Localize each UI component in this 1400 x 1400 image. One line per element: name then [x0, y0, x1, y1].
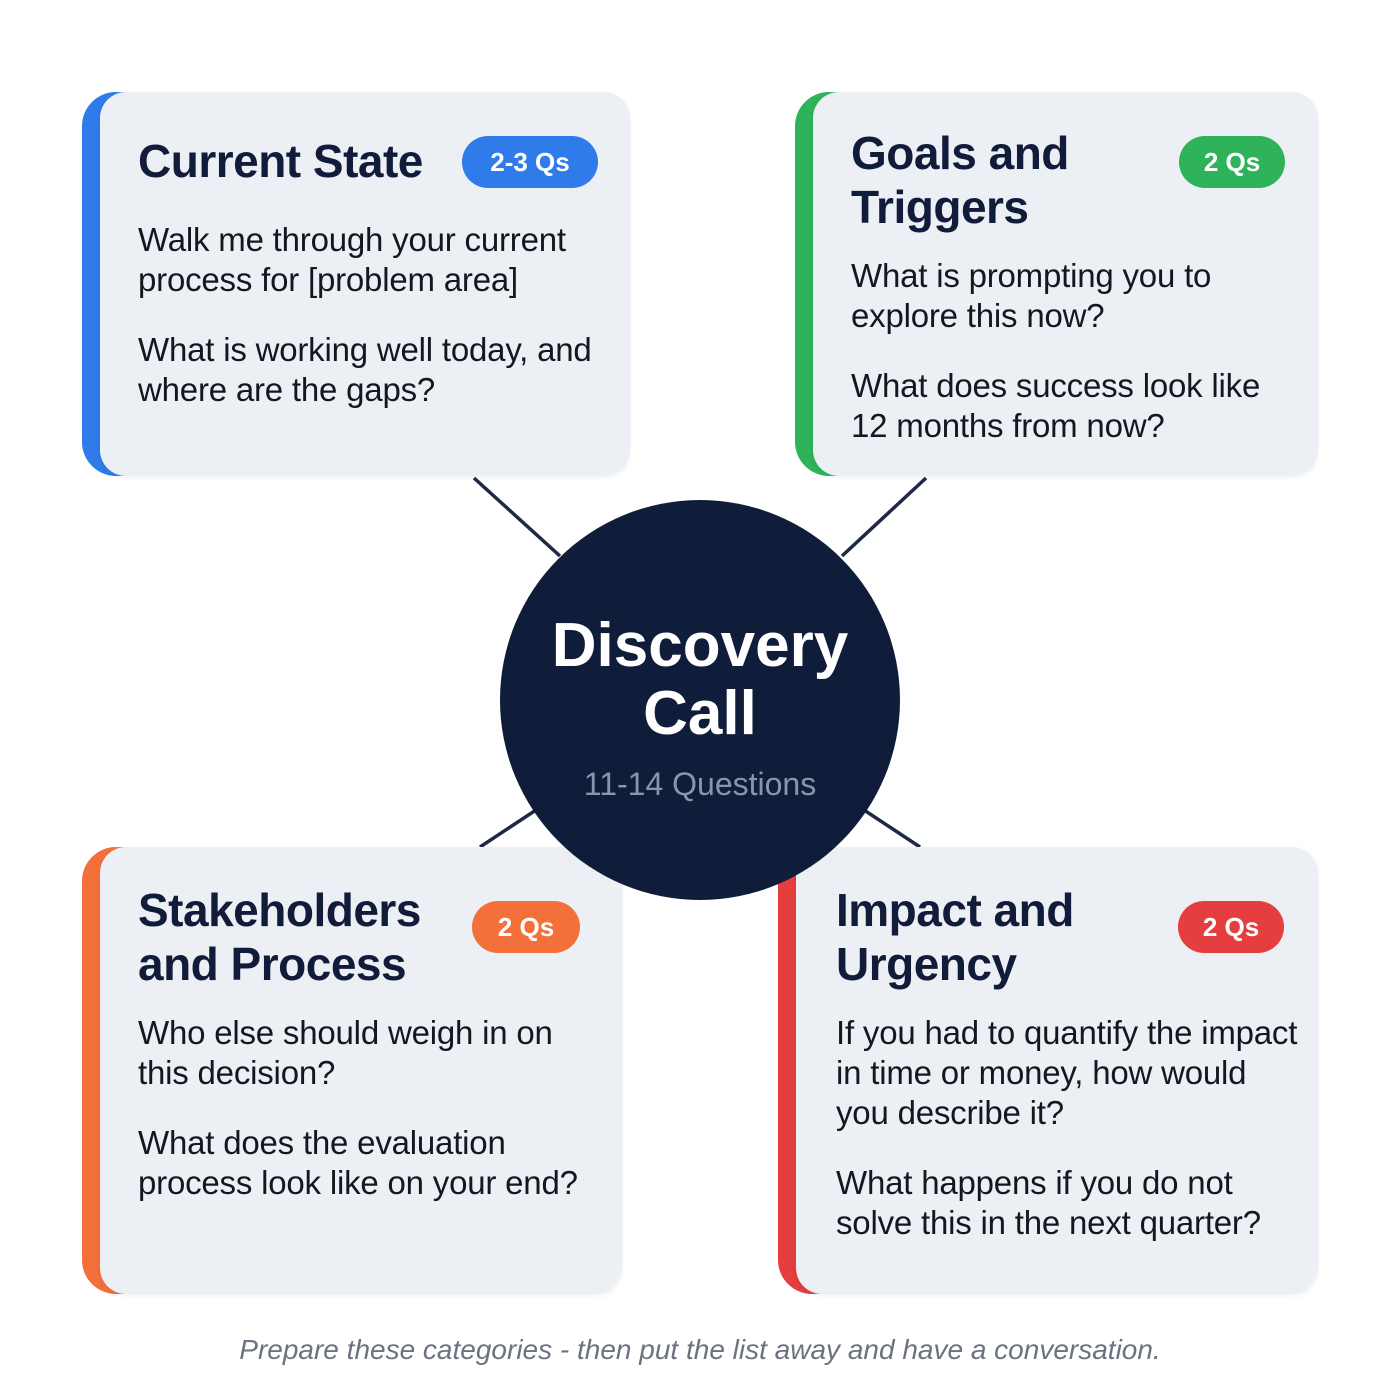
question-item: What does success look like 12 months fr… [851, 367, 1261, 444]
card-impact-urgency: Impact and Urgency 2 Qs If you had to qu… [778, 847, 1318, 1294]
card-current-state: Current State 2-3 Qs Walk me through you… [82, 92, 630, 476]
question-list: If you had to quantify the impact in tim… [836, 1013, 1306, 1273]
hub-title: Discovery Call [500, 612, 900, 748]
card-stakeholders-process: Stakeholders and Process 2 Qs Who else s… [82, 847, 622, 1294]
question-item: What is working well today, and where ar… [138, 331, 592, 408]
footer-note: Prepare these categories - then put the … [239, 1334, 1161, 1365]
question-list: Who else should weigh in on this decisio… [138, 1013, 588, 1233]
badge-label: 2-3 Qs [490, 147, 570, 177]
question-item: What does the evaluation process look li… [138, 1124, 578, 1201]
hub-title-line: Discovery [551, 611, 849, 680]
connector-top-right [840, 476, 928, 558]
card-title-line: Triggers [851, 181, 1029, 233]
card-title-line: Stakeholders [138, 884, 421, 936]
connector-bottom-left [479, 808, 537, 849]
question-list: What is prompting you to explore this no… [851, 256, 1301, 476]
card-title-line: and Process [138, 938, 407, 990]
question-item: Who else should weigh in on this decisio… [138, 1014, 553, 1091]
badge-label: 2 Qs [497, 912, 555, 942]
question-list: Walk me through your current process for… [138, 220, 608, 440]
hub-title-line: Call [643, 679, 757, 748]
count-badge: 2 Qs [1179, 136, 1285, 188]
count-badge: 2 Qs [1178, 901, 1284, 953]
card-title-line: Impact and [836, 884, 1074, 936]
card-title: Stakeholders and Process [138, 883, 421, 991]
question-item: What happens if you do not solve this in… [836, 1164, 1261, 1241]
count-badge: 2 Qs [472, 901, 580, 953]
connector-top-left [472, 476, 562, 558]
question-item: If you had to quantify the impact in tim… [836, 1014, 1298, 1131]
card-goals-triggers: Goals and Triggers 2 Qs What is promptin… [795, 92, 1318, 476]
badge-label: 2 Qs [1202, 912, 1260, 942]
count-badge: 2-3 Qs [462, 136, 598, 188]
badge-label: 2 Qs [1203, 147, 1261, 177]
card-title-text: Current State [138, 135, 423, 187]
connector-bottom-right [863, 808, 921, 849]
card-title-line: Urgency [836, 938, 1017, 990]
card-title: Current State [138, 134, 423, 188]
card-title: Impact and Urgency [836, 883, 1074, 991]
hub-discovery-call: Discovery Call 11-14 Questions [500, 500, 900, 900]
hub-subtitle: 11-14 Questions [583, 766, 817, 802]
card-title-line: Goals and [851, 127, 1069, 179]
card-title: Goals and Triggers [851, 126, 1069, 234]
question-item: Walk me through your current process for… [138, 221, 566, 298]
question-item: What is prompting you to explore this no… [851, 257, 1212, 334]
